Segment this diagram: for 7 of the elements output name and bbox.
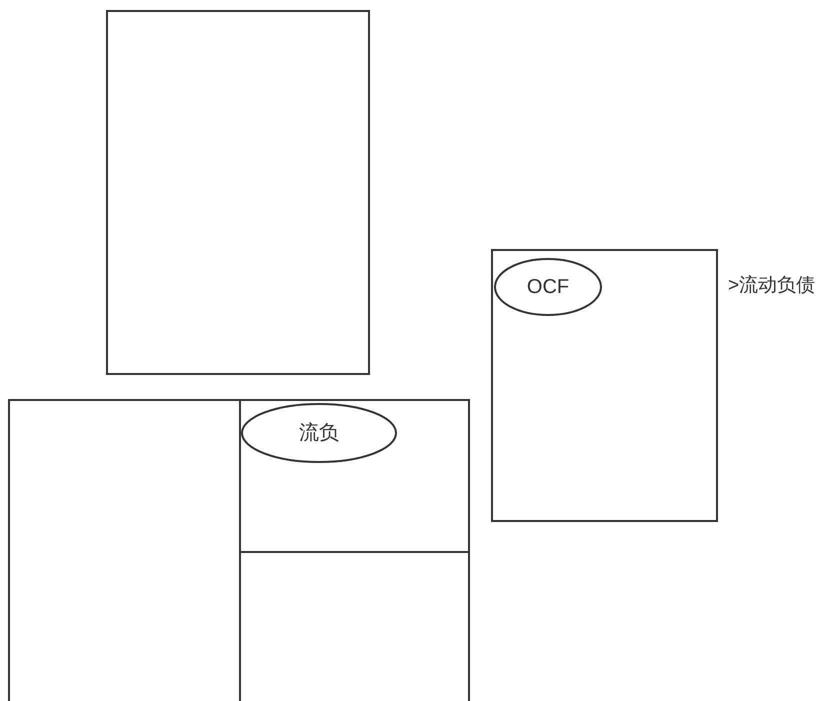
rectangle-panel [491,249,718,522]
empty-rectangle [8,399,241,701]
side-note: >流动负债 [728,274,816,298]
empty-rectangle [106,10,370,375]
oval-label-text: 流负 [299,422,339,444]
rectangle-panel [239,399,470,553]
oval-label-text: OCF [526,276,570,298]
